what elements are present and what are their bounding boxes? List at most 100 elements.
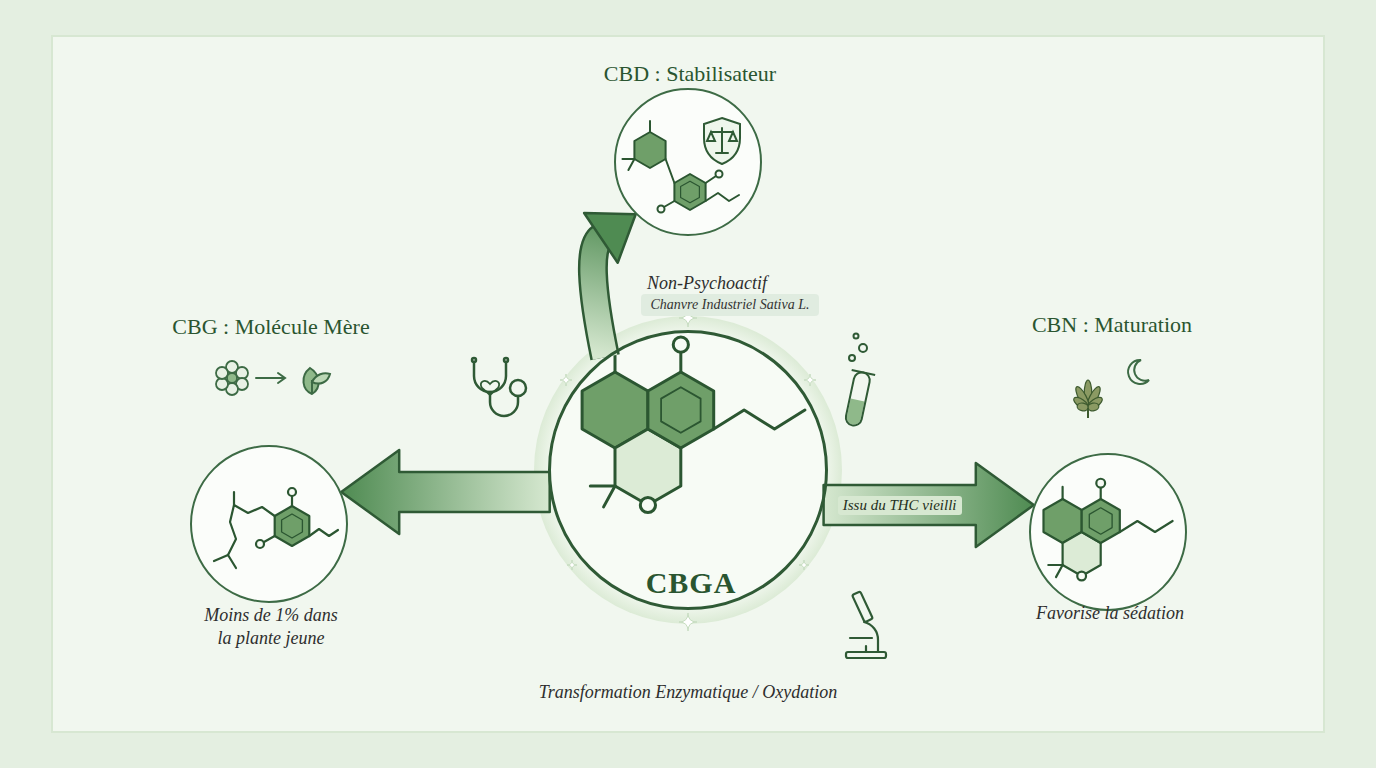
molecule-drawing	[1056, 565, 1063, 577]
test-tube-icon	[840, 334, 875, 428]
molecule-drawing	[1120, 521, 1173, 532]
molecule-drawing	[648, 372, 714, 448]
molecule-drawing	[264, 536, 275, 542]
conversion-arrow	[584, 213, 636, 263]
molecule-circle: CBN : MaturationFavorise la sédation	[1029, 453, 1187, 611]
sprout-icon	[312, 373, 330, 383]
microscope-icon	[850, 637, 872, 639]
shield-balance-icon	[716, 152, 728, 154]
molecule-drawing	[673, 337, 688, 352]
test-tube-icon	[852, 370, 875, 375]
flower-icon	[216, 361, 248, 395]
molecule-drawing	[706, 176, 716, 183]
molecule-drawing	[716, 171, 723, 178]
stethoscope-icon	[510, 380, 526, 396]
molecule-drawing	[661, 387, 701, 433]
molecule-drawing	[291, 496, 293, 506]
molecule-drawing	[233, 492, 235, 505]
molecule-drawing	[228, 555, 236, 568]
circle-ground	[190, 445, 348, 603]
cannabis-leaf-icon	[1087, 408, 1089, 418]
moon-icon	[1128, 360, 1149, 384]
microscope-icon	[865, 646, 867, 652]
panel-frame	[52, 36, 1324, 732]
stethoscope-icon	[472, 358, 476, 362]
moon-icon	[1128, 360, 1149, 384]
molecule-drawing	[1096, 479, 1105, 488]
test-tube-icon	[840, 370, 875, 428]
molecule-drawing	[1089, 508, 1112, 534]
molecule-drawing	[1044, 479, 1173, 581]
stethoscope-icon	[472, 358, 526, 416]
molecule-drawing	[679, 353, 682, 372]
molecule-drawing	[706, 193, 739, 201]
molecule-drawing	[666, 159, 675, 183]
molecule-circle: CBG : Molécule MèreMoins de 1% dans la p…	[190, 445, 348, 603]
node-heading: CBN : Maturation	[1032, 312, 1192, 338]
stethoscope-icon	[481, 381, 499, 395]
molecule-circle: CBD : StabilisateurNon-Psychoactif	[614, 88, 762, 236]
conversion-arrow	[593, 238, 605, 357]
molecule-drawing	[309, 529, 338, 536]
molecule-drawing	[590, 485, 615, 488]
node-heading: CBD : Stabilisateur	[604, 61, 776, 87]
edge-label: Issu du THC vieilli	[838, 496, 962, 515]
shield-balance-icon	[704, 118, 740, 164]
circle-ground	[1029, 453, 1187, 611]
stethoscope-icon	[474, 362, 506, 392]
molecule-drawing	[1061, 487, 1063, 499]
molecule-drawing	[282, 514, 303, 538]
molecule-drawing	[622, 121, 739, 213]
central-molecule-circle: CBGA	[548, 330, 828, 610]
sparkle	[799, 560, 809, 570]
sparkle	[804, 374, 816, 386]
cannabis-leaf-icon	[1076, 402, 1088, 412]
molecule-drawing	[275, 506, 310, 546]
node-note: Moins de 1% dans la plante jeune	[201, 604, 341, 651]
growth-arrow	[256, 373, 285, 383]
molecule-drawing	[288, 488, 296, 496]
molecule-name: CBGA	[646, 566, 737, 600]
cannabis-leaf-icon	[1087, 402, 1099, 412]
molecule-drawing	[628, 159, 634, 170]
conversion-arrow	[584, 213, 636, 357]
molecule-drawing	[714, 410, 805, 429]
molecule-drawing	[228, 505, 275, 555]
sprout-icon	[303, 368, 330, 394]
molecule-drawing	[1048, 564, 1062, 566]
test-tube-icon	[844, 371, 871, 427]
molecule-drawing	[658, 206, 665, 213]
molecule-drawing	[674, 174, 705, 210]
cannabis-leaf-icon	[1072, 380, 1104, 418]
conversion-arrow	[824, 463, 1034, 547]
circle-ground	[534, 316, 842, 624]
sparkle	[679, 613, 697, 631]
molecule-drawing	[214, 121, 1173, 580]
conversion-arrow	[824, 463, 1034, 547]
source-tag: Chanvre Industriel Sativa L.	[641, 294, 820, 316]
molecule-drawing	[622, 158, 634, 160]
shield-balance-icon	[711, 131, 733, 133]
sparkle	[567, 560, 577, 570]
node-note: Favorise la sédation	[1036, 602, 1184, 625]
molecule-drawing	[214, 555, 228, 561]
molecule-drawing	[1082, 499, 1120, 543]
molecule-drawing	[649, 121, 651, 132]
molecule-drawing	[256, 540, 264, 548]
node-note: Non-Psychoactif	[647, 272, 767, 295]
growth-arrow	[256, 377, 284, 379]
conversion-arrow	[593, 238, 605, 357]
conversion-arrow	[341, 450, 550, 534]
molecule-drawing	[214, 488, 338, 568]
stethoscope-icon	[504, 358, 508, 362]
test-tube-icon	[849, 355, 855, 361]
molecule-drawing	[681, 181, 700, 203]
molecule-drawing	[664, 201, 674, 207]
sparkle	[560, 374, 572, 386]
flower-icon	[227, 373, 237, 383]
microscope-icon	[852, 591, 873, 622]
